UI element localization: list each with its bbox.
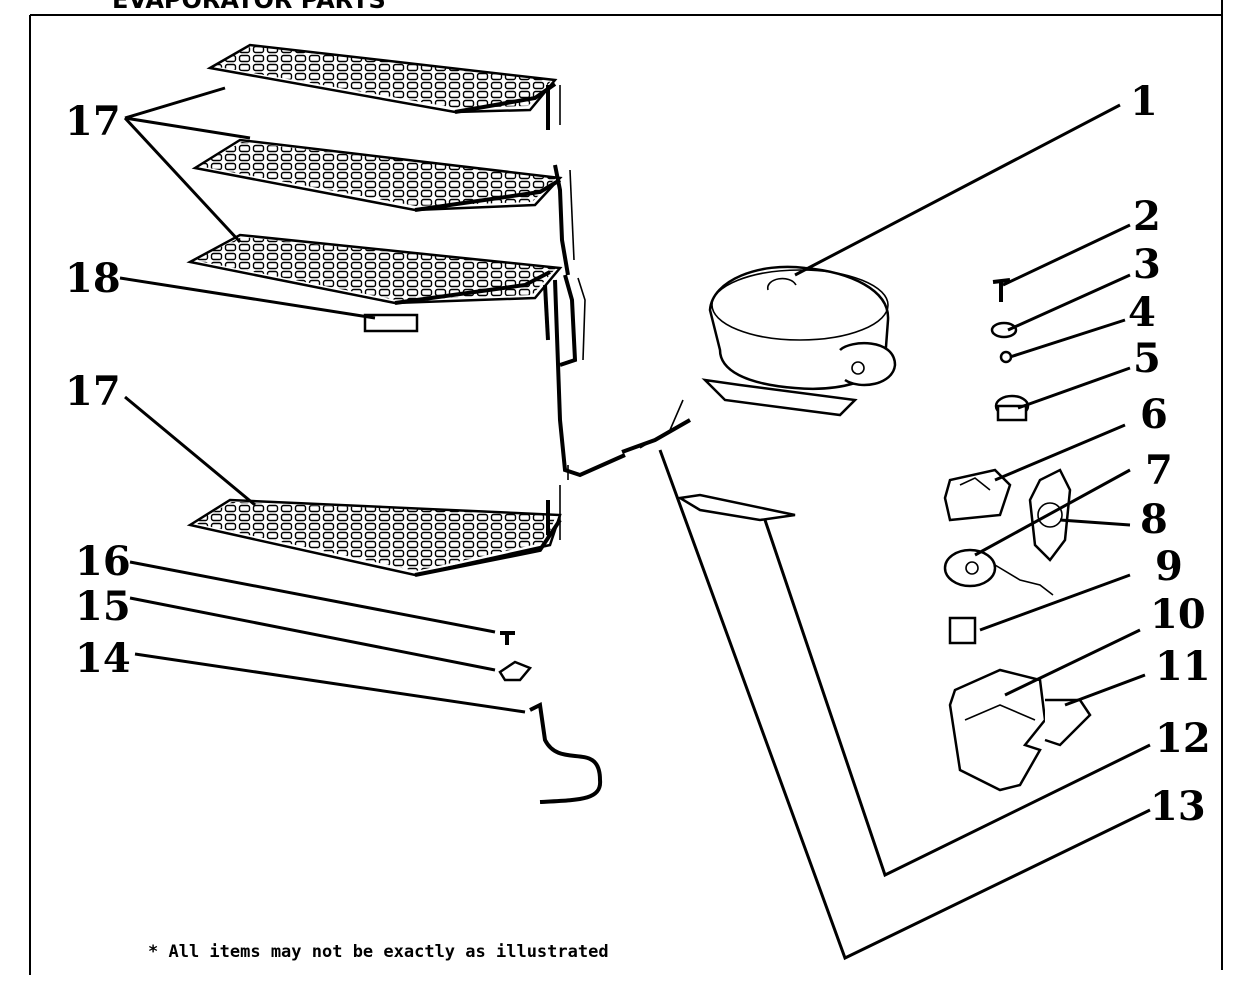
callout-14: 14 — [75, 635, 131, 682]
callout-13: 13 — [1150, 783, 1206, 830]
callout-1: 1 — [1130, 78, 1158, 125]
callout-8: 8 — [1140, 496, 1168, 543]
callout-11: 11 — [1155, 643, 1211, 690]
part-10-cover — [948, 668, 1047, 792]
callout-5: 5 — [1133, 335, 1161, 382]
part-18-plate — [363, 313, 419, 333]
part-5-grommet — [994, 394, 1030, 422]
callout-4: 4 — [1128, 289, 1156, 336]
callout-18: 18 — [65, 255, 121, 302]
callout-12: 12 — [1155, 715, 1211, 762]
part-16-screw — [500, 631, 515, 645]
callout-15: 15 — [75, 583, 131, 630]
part-14-tubing — [529, 701, 603, 804]
part-3-washer — [990, 321, 1018, 339]
callout-3: 3 — [1133, 241, 1161, 288]
part-9-cap — [948, 616, 977, 645]
evaporator-shelf-third — [186, 233, 563, 305]
callout-16: 16 — [75, 538, 131, 585]
part-4-ring — [999, 350, 1013, 364]
evaporator-shelf-second — [191, 138, 563, 212]
leader-lines — [119, 86, 1151, 961]
footnote: * All items may not be exactly as illust… — [148, 942, 609, 962]
part-2-screw — [992, 278, 1011, 302]
callout-10: 10 — [1150, 591, 1206, 638]
part-15-clip — [498, 660, 533, 682]
callout-17-top: 17 — [65, 98, 121, 145]
part-8-overload — [943, 548, 1054, 596]
callout-2: 2 — [1133, 193, 1161, 240]
compressor — [701, 265, 897, 417]
diagram-title: EVAPORATOR PARTS — [112, 0, 386, 14]
diagram-frame — [29, 0, 1223, 975]
part-12-tube — [676, 493, 796, 522]
evaporator-tubing — [543, 164, 691, 540]
evaporator-shelf-bottom — [186, 498, 562, 577]
evaporator-shelf-top — [206, 43, 561, 130]
part-11-clip — [1044, 698, 1092, 747]
callout-labels: 1 2 3 4 5 6 7 8 9 10 11 12 13 14 15 16 1… — [65, 78, 1211, 830]
callout-9: 9 — [1155, 543, 1183, 590]
part-6-relay — [943, 468, 1012, 522]
callout-6: 6 — [1140, 391, 1168, 438]
callout-7: 7 — [1145, 447, 1173, 494]
callout-17-bottom: 17 — [65, 368, 121, 415]
